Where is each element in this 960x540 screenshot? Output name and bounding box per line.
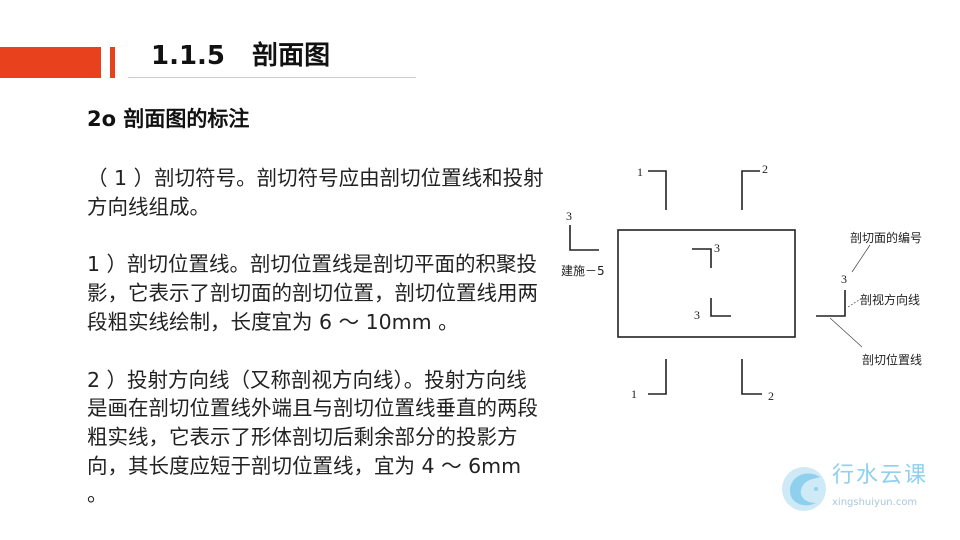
header-accent-stripe — [110, 47, 115, 78]
label-top-2: 2 — [762, 162, 768, 176]
section-mark-3-inner-top — [692, 248, 712, 268]
label-inner-top-3: 3 — [714, 241, 720, 255]
wave-logo-icon — [782, 467, 826, 511]
annotation-cut-position: 剖切位置线 — [862, 352, 922, 367]
plan-outline — [617, 229, 796, 338]
annotation-section-number: 剖切面的编号 — [850, 230, 922, 245]
label-inner-bottom-3: 3 — [694, 308, 700, 322]
label-right-3: 3 — [841, 272, 847, 286]
label-ref: 建施－5 — [561, 264, 605, 278]
logo-name: 行水云课 — [832, 463, 929, 488]
annotation-view-direction: 剖视方向线 — [860, 292, 920, 307]
leader-line-direction — [847, 297, 863, 308]
section-mark-3-left — [569, 225, 599, 251]
section-mark-3-inner-bottom — [710, 298, 731, 317]
page-title: 1.1.5 剖面图 — [151, 41, 331, 71]
section-mark-1-top — [648, 170, 667, 210]
paragraph: 2 ）投射方向线（又称剖视方向线）。投射方向线是画在剖切位置线外端且与剖切位置线… — [87, 367, 538, 507]
section-mark-2-top — [741, 170, 760, 210]
label-bottom-2: 2 — [768, 389, 774, 403]
body-text: （ 1 ）剖切符号。剖切符号应由剖切位置线和投射方向线组成。 1 ）剖切位置线。… — [87, 164, 547, 538]
title-underline — [128, 77, 416, 78]
paragraph: 1 ）剖切位置线。剖切位置线是剖切平面的积聚投影，它表示了剖切面的剖切位置，剖切… — [87, 252, 538, 334]
paragraph: （ 1 ）剖切符号。剖切符号应由剖切位置线和投射方向线组成。 — [87, 166, 544, 219]
label-left-3: 3 — [566, 209, 572, 223]
section-mark-3-right — [816, 290, 846, 317]
leader-line-number — [851, 244, 871, 273]
header-accent-bar — [0, 47, 101, 78]
label-top-1: 1 — [637, 165, 643, 179]
section-subtitle: 2o 剖面图的标注 — [87, 107, 250, 131]
label-bottom-1: 1 — [631, 387, 637, 401]
logo-url: xingshuiyun.com — [832, 497, 918, 508]
section-mark-1-bottom — [648, 359, 667, 395]
section-mark-2-bottom — [741, 359, 762, 395]
watermark-logo: 行水云课 xingshuiyun.com — [780, 463, 955, 519]
leader-line-position — [829, 317, 863, 348]
